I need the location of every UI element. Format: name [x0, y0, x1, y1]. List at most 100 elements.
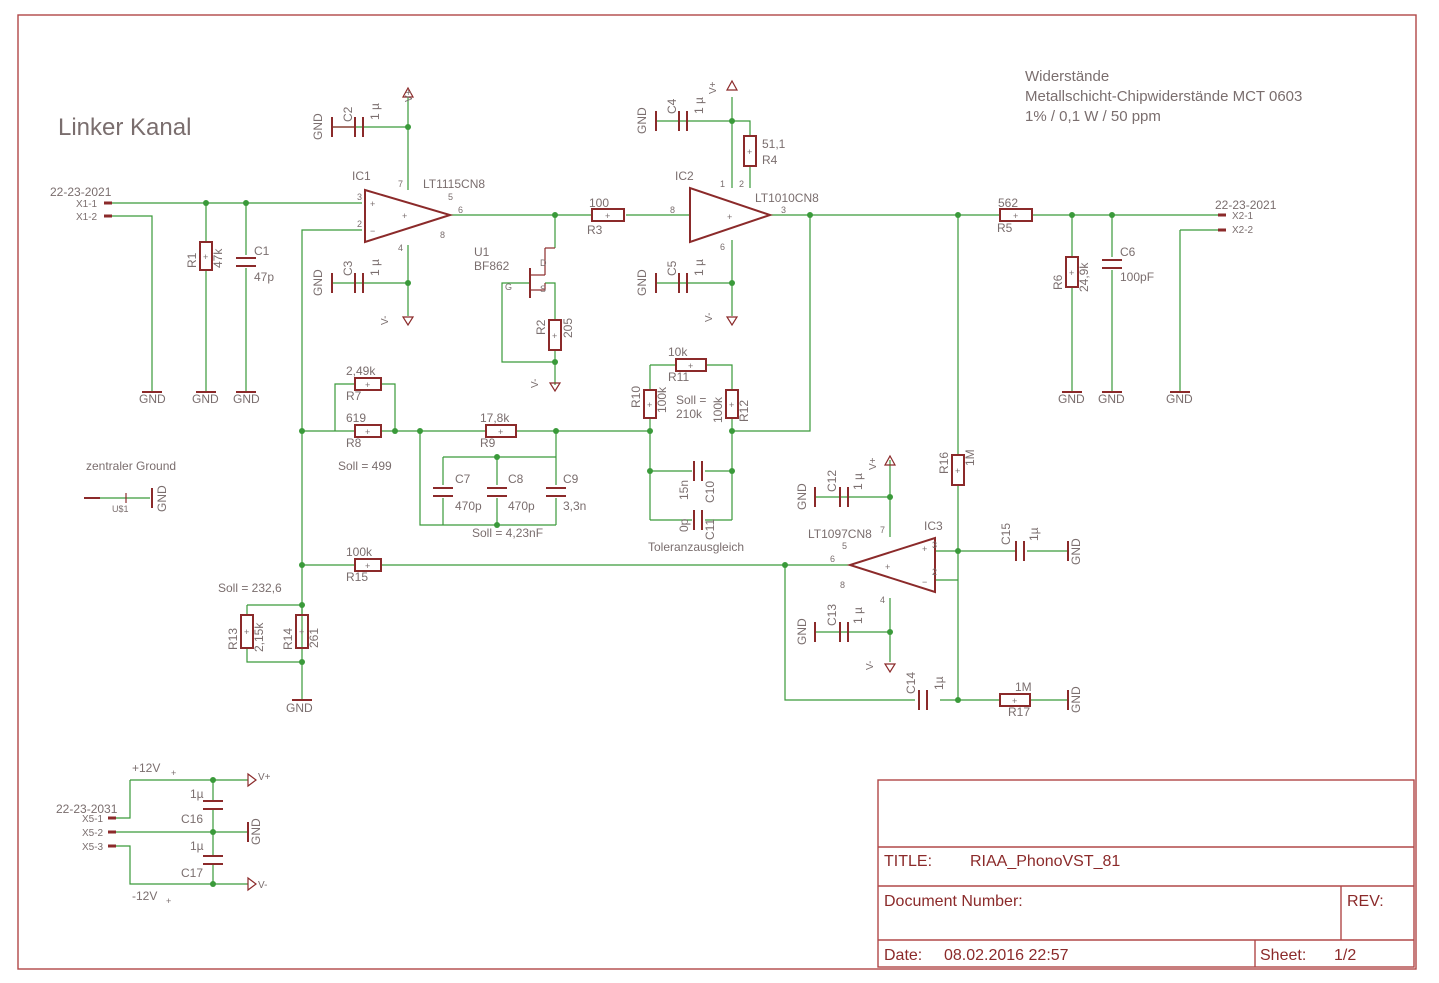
svg-text:GND: GND — [1166, 392, 1193, 406]
svg-text:V+: V+ — [868, 457, 879, 470]
svg-text:5: 5 — [842, 541, 847, 551]
svg-text:IC1: IC1 — [352, 169, 371, 183]
svg-text:LT1115CN8: LT1115CN8 — [423, 177, 485, 191]
svg-text:LT1097CN8: LT1097CN8 — [808, 527, 872, 541]
svg-text:17,8k: 17,8k — [480, 411, 510, 425]
date-value: 08.02.2016 22:57 — [944, 947, 1069, 964]
svg-text:22-23-2021: 22-23-2021 — [50, 185, 112, 199]
resistor-r13: + R13 2,15k — [226, 614, 266, 652]
svg-text:+: + — [688, 361, 693, 371]
svg-text:GND: GND — [795, 618, 809, 645]
resistor-note: Widerstände Metallschicht-Chipwiderständ… — [1025, 68, 1302, 125]
svg-text:U$1: U$1 — [112, 504, 129, 514]
svg-text:2: 2 — [932, 567, 937, 577]
svg-text:+: + — [1013, 211, 1018, 221]
svg-text:R12: R12 — [737, 400, 751, 422]
svg-text:100: 100 — [589, 196, 609, 210]
sheet-key: Sheet: — [1260, 947, 1306, 964]
svg-text:1µ: 1µ — [932, 676, 946, 690]
svg-text:C2: C2 — [341, 106, 355, 122]
svg-text:R2: R2 — [534, 319, 548, 335]
svg-text:1 µ: 1 µ — [851, 473, 865, 490]
svg-text:8: 8 — [670, 205, 675, 215]
connector-x1: 22-23-2021 X1-1 X1-2 — [50, 185, 112, 223]
svg-text:+: + — [955, 466, 960, 476]
gnd-symbols-side: GND GND GND GND GND GND GND GND GND GND — [151, 107, 1083, 845]
svg-text:GND: GND — [233, 392, 260, 406]
svg-text:1% / 0,1 W / 50 ppm: 1% / 0,1 W / 50 ppm — [1025, 108, 1161, 125]
vminus-symbols: V- V- V- V- — [380, 313, 897, 674]
svg-text:R4: R4 — [762, 153, 778, 167]
svg-text:-12V: -12V — [132, 889, 157, 903]
svg-text:1 µ: 1 µ — [851, 607, 865, 624]
svg-text:C11: C11 — [703, 519, 717, 540]
svg-text:1µ: 1µ — [1027, 527, 1041, 541]
svg-text:GND: GND — [311, 269, 325, 296]
svg-text:1M: 1M — [963, 449, 977, 466]
svg-text:8: 8 — [440, 230, 445, 240]
svg-text:GND: GND — [1069, 686, 1083, 713]
svg-text:22-23-2021: 22-23-2021 — [1215, 198, 1277, 212]
resistor-r11: + 10k R11 — [668, 345, 707, 384]
svg-text:7: 7 — [398, 179, 403, 189]
capacitor-c16: 1µ C16 — [181, 787, 223, 826]
svg-text:2,49k: 2,49k — [346, 364, 376, 378]
svg-text:C9: C9 — [563, 472, 579, 486]
svg-text:Widerstände: Widerstände — [1025, 68, 1109, 85]
resistor-r6: + R6 24,9k — [1051, 256, 1091, 292]
title-block: TITLE: RIAA_PhonoVST_81 Document Number:… — [877, 779, 1415, 968]
svg-text:R17: R17 — [1008, 705, 1030, 719]
capacitor-c5: C5 1 µ — [665, 259, 706, 293]
resistor-r7: + 2,49k R7 — [346, 364, 382, 403]
svg-text:R1: R1 — [185, 252, 199, 268]
svg-text:+: + — [727, 212, 732, 222]
capacitor-c11: 0p C11 — [677, 510, 717, 540]
svg-text:+: + — [747, 147, 752, 157]
svg-text:+: + — [647, 400, 652, 410]
capacitor-c9: C9 3,3n — [546, 472, 586, 513]
svg-text:GND: GND — [139, 392, 166, 406]
svg-text:R9: R9 — [480, 436, 496, 450]
svg-text:15n: 15n — [677, 480, 691, 500]
svg-text:+: + — [171, 768, 176, 778]
svg-text:C16: C16 — [181, 812, 203, 826]
note-soll-210k: Soll = 210k — [676, 393, 706, 421]
svg-text:1 µ: 1 µ — [692, 259, 706, 276]
capacitor-c12: C12 1 µ — [825, 470, 865, 507]
svg-text:GND: GND — [286, 701, 313, 715]
svg-text:X2-1: X2-1 — [1232, 211, 1254, 222]
svg-text:C1: C1 — [254, 244, 270, 258]
svg-text:C12: C12 — [825, 470, 839, 492]
note-soll-4-23nf: Soll = 4,23nF — [472, 526, 543, 540]
svg-text:C4: C4 — [665, 98, 679, 114]
svg-text:+: + — [1069, 268, 1074, 278]
vplus-symbols: V+ V+ V+ — [401, 79, 897, 470]
svg-text:V+: V+ — [404, 89, 415, 102]
svg-text:C14: C14 — [904, 672, 918, 694]
title-key: TITLE: — [884, 853, 932, 870]
svg-text:2: 2 — [739, 179, 744, 189]
svg-text:G: G — [505, 282, 512, 292]
svg-text:X1-1: X1-1 — [76, 199, 98, 210]
note-soll-232-6: Soll = 232,6 — [218, 581, 282, 595]
svg-text:R13: R13 — [226, 628, 240, 650]
svg-text:4: 4 — [398, 243, 403, 253]
svg-text:1 µ: 1 µ — [368, 103, 382, 120]
opamp-ic2: + IC2 LT1010CN8 8 3 1 2 6 — [670, 169, 819, 252]
svg-text:+: + — [244, 627, 249, 637]
sheet-value: 1/2 — [1334, 947, 1356, 964]
svg-text:C7: C7 — [455, 472, 471, 486]
resistor-r9: + 17,8k R9 — [480, 411, 517, 450]
resistor-r1: + R1 47k — [185, 241, 225, 271]
sheet-border — [17, 14, 1417, 970]
resistor-r4: + 51,1 R4 — [743, 135, 786, 167]
capacitor-c6: C6 100pF — [1102, 245, 1154, 284]
capacitor-c3: C3 1 µ — [341, 259, 382, 293]
opamp-ic3: + − + IC3 LT1097CN8 3 2 5 6 7 4 8 — [808, 519, 943, 605]
svg-text:1: 1 — [720, 179, 725, 189]
svg-text:D: D — [540, 258, 547, 268]
svg-text:−: − — [922, 577, 927, 587]
svg-text:GND: GND — [1058, 392, 1085, 406]
svg-text:470p: 470p — [508, 499, 535, 513]
svg-text:S: S — [540, 284, 546, 294]
